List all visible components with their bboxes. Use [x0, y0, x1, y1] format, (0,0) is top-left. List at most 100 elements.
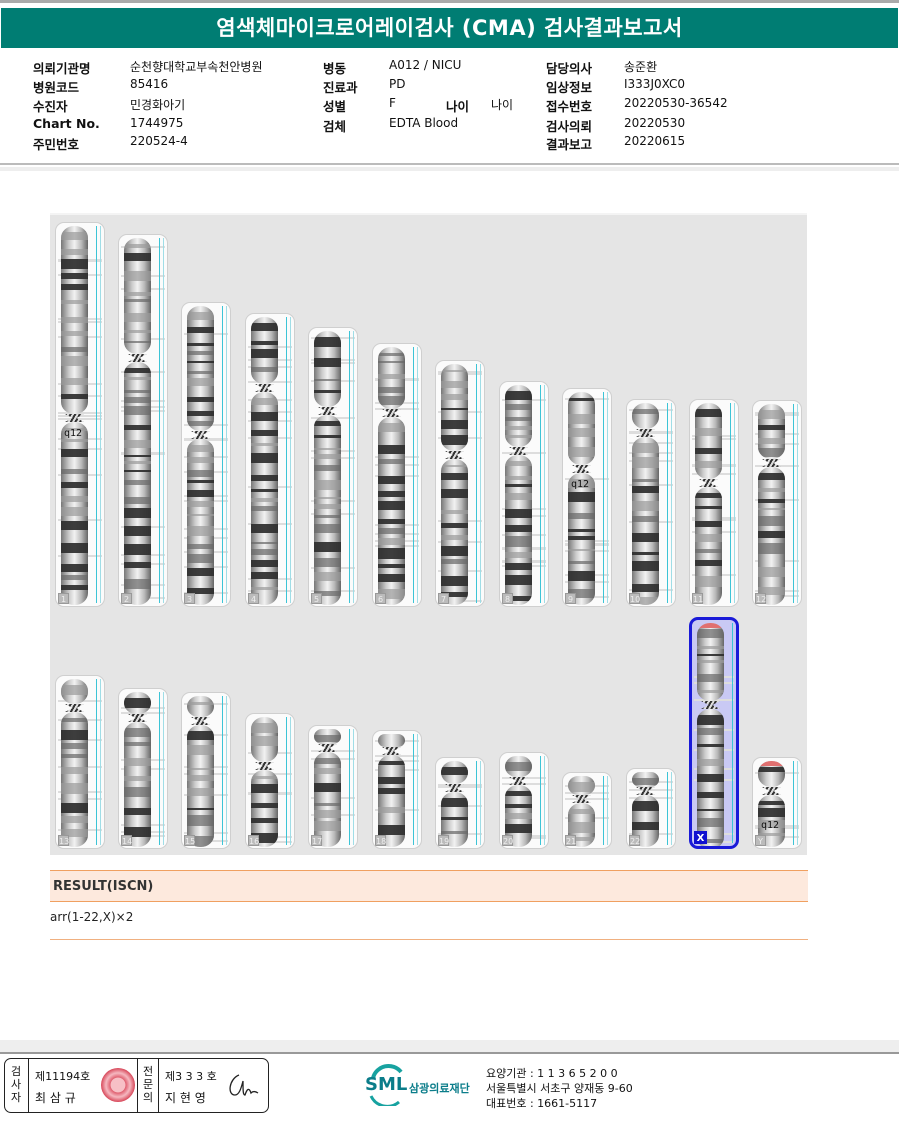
chromosome-19[interactable]: 19	[435, 757, 485, 849]
chromosome-14[interactable]: 14	[118, 688, 168, 849]
centromere	[699, 479, 718, 487]
chromosome-2[interactable]: 2	[118, 234, 168, 607]
band	[61, 783, 88, 794]
chromosome-3[interactable]: 3	[181, 302, 231, 607]
band	[568, 529, 595, 532]
p-arm	[124, 238, 151, 354]
band	[251, 349, 278, 358]
band	[758, 531, 785, 538]
band	[251, 572, 278, 580]
centromere	[318, 744, 337, 752]
specialist-number: 제3 3 3 호	[165, 1070, 217, 1083]
band	[187, 470, 214, 477]
org-name: 삼광의료재단	[409, 1082, 470, 1095]
band	[61, 284, 88, 290]
band	[124, 292, 151, 296]
chromosome-22[interactable]: 22	[626, 768, 676, 849]
chromosome-11[interactable]: 11	[689, 399, 739, 607]
band	[695, 576, 722, 587]
chromosome-10[interactable]: 10	[626, 399, 676, 607]
band	[505, 536, 532, 547]
chromosome-number-label: 14	[121, 835, 133, 846]
centromere	[701, 701, 720, 709]
chromosome-13[interactable]: 13	[55, 675, 105, 849]
chromosome-6[interactable]: 6	[372, 343, 422, 607]
info-label: 병원코드	[33, 80, 80, 95]
chromosome-number-label: X	[694, 831, 707, 844]
centromere	[572, 465, 591, 473]
band	[124, 561, 151, 569]
centromere	[255, 762, 274, 770]
band	[251, 498, 278, 503]
reference-line	[159, 238, 160, 603]
reference-line	[732, 623, 733, 843]
chromosome-number-label: 3	[184, 593, 195, 604]
band	[441, 591, 468, 597]
band	[61, 563, 88, 572]
chromosome-15[interactable]: 15	[181, 692, 231, 849]
band	[314, 735, 341, 742]
band	[314, 810, 341, 818]
band	[251, 587, 278, 591]
centromere	[509, 447, 528, 455]
band	[632, 596, 659, 605]
chromosome-4[interactable]: 4	[245, 313, 295, 607]
chromosome-20[interactable]: 20	[499, 752, 549, 849]
info-value: 20220530-36542	[624, 96, 728, 110]
band	[61, 438, 88, 442]
band	[314, 434, 341, 438]
chromosome-17[interactable]: 17	[308, 725, 358, 849]
band	[61, 729, 88, 741]
band	[187, 526, 214, 536]
chromosome-number-label: 2	[121, 593, 132, 604]
reference-line	[793, 404, 794, 603]
chromosome-7[interactable]: 7	[435, 360, 485, 607]
band	[378, 548, 405, 559]
reference-line	[413, 734, 414, 845]
chromosome-X[interactable]: X	[689, 617, 739, 849]
chromosome-18[interactable]: 18	[372, 730, 422, 849]
reference-line	[540, 385, 541, 603]
band	[568, 570, 595, 582]
band	[758, 424, 785, 430]
band	[187, 445, 214, 453]
q-arm	[568, 473, 595, 605]
centromere	[318, 407, 337, 415]
p-arm	[61, 679, 88, 704]
band	[61, 356, 88, 367]
reference-line	[667, 772, 668, 845]
chromosome-5[interactable]: 5	[308, 327, 358, 607]
band	[61, 347, 88, 353]
chromosome-12[interactable]: 12	[752, 400, 802, 607]
q-arm	[314, 415, 341, 605]
chromosome-21[interactable]: 21	[562, 772, 612, 849]
band	[632, 457, 659, 469]
band	[187, 371, 214, 374]
band	[61, 273, 88, 280]
centromere	[128, 714, 147, 722]
info-value: A012 / NICU	[389, 58, 462, 72]
chromosome-16[interactable]: 16	[245, 713, 295, 849]
band	[697, 690, 724, 694]
p-arm	[505, 385, 532, 447]
chromosome-8[interactable]: 8	[499, 381, 549, 607]
probe-line	[375, 407, 419, 410]
band	[251, 323, 278, 331]
band-annotation: q12	[571, 479, 590, 490]
band	[124, 826, 151, 837]
info-label: 병동	[323, 61, 347, 76]
reference-line	[797, 761, 798, 845]
band	[378, 386, 405, 393]
band	[124, 244, 151, 249]
band	[378, 564, 405, 569]
band	[187, 490, 214, 498]
reference-line	[163, 692, 164, 845]
centromere	[445, 451, 464, 459]
band	[187, 420, 214, 426]
band	[695, 559, 722, 566]
specialist-label-cell: 전문의	[137, 1059, 159, 1112]
sml-logo: SML 삼광의료재단	[365, 1062, 485, 1106]
